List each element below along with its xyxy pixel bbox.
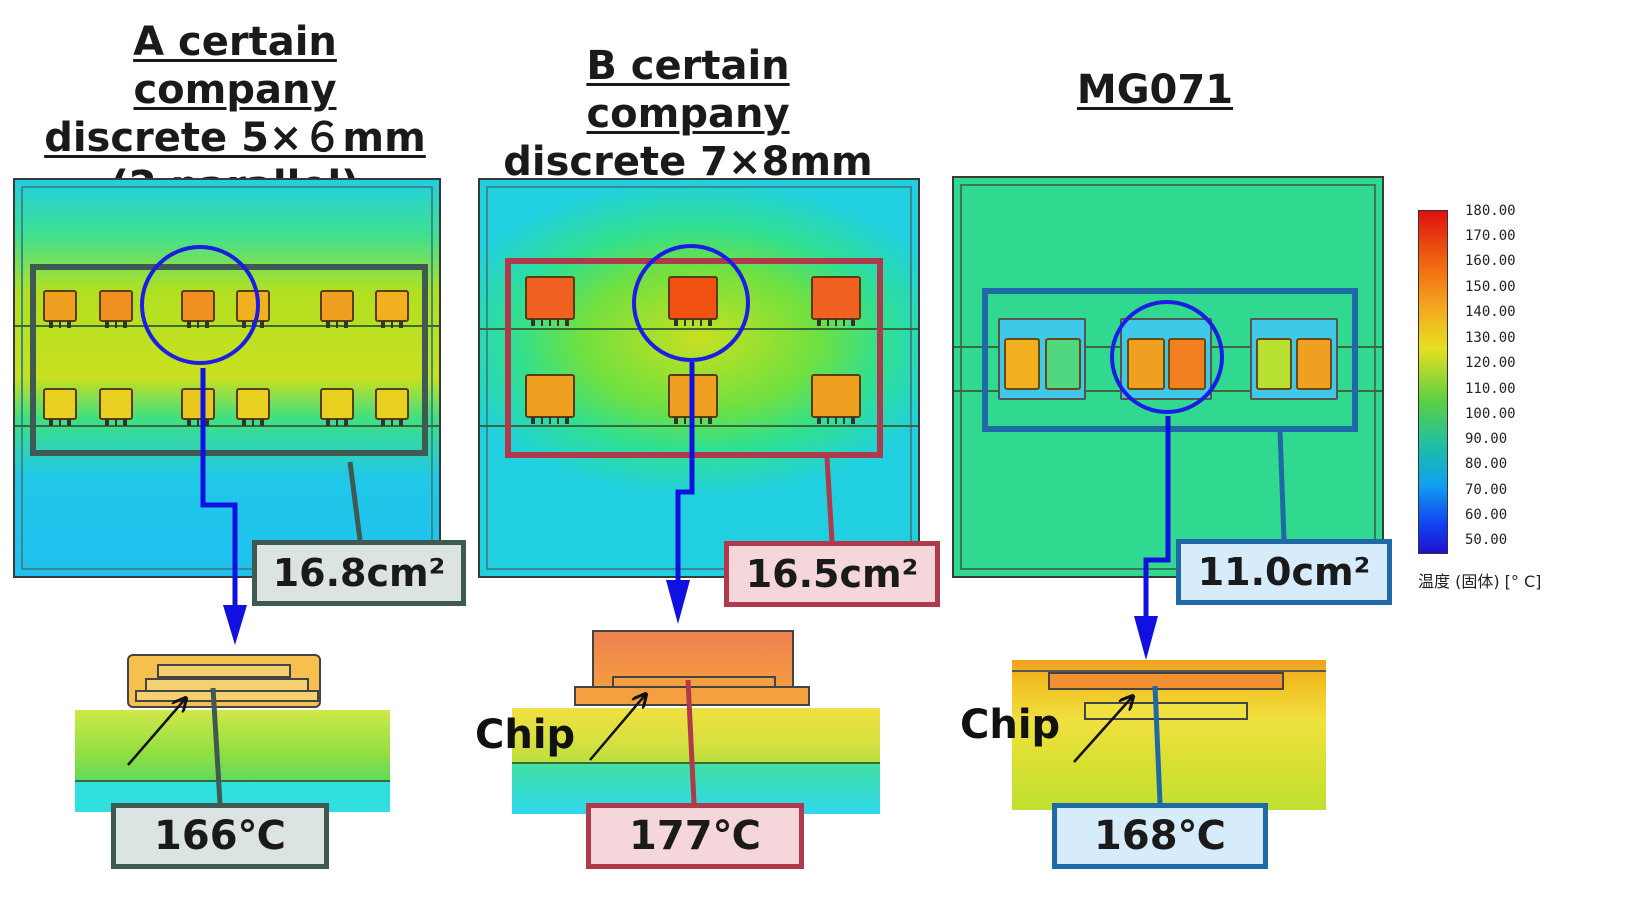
pointer-c <box>1143 416 1171 620</box>
colorbar-tick-11: 70.00 <box>1465 482 1508 498</box>
pointer-b <box>675 362 695 588</box>
chip-a-9 <box>181 388 215 426</box>
chip-b-3 <box>811 276 861 326</box>
chip-label-c: Chip <box>960 702 1061 748</box>
temperature-label-a: 166℃ <box>111 803 329 869</box>
chip-a-11 <box>320 388 354 426</box>
chip-b-6 <box>811 374 861 424</box>
pointer-b-head <box>666 580 690 624</box>
colorbar-tick-9: 90.00 <box>1465 431 1508 447</box>
colorbar-tick-7: 110.00 <box>1465 381 1516 397</box>
leader-area-c <box>1277 429 1287 541</box>
module-c-1-chip-1 <box>1004 338 1040 390</box>
colorbar-tick-2: 160.00 <box>1465 253 1516 269</box>
title-c: MG071 <box>1000 66 1310 114</box>
colorbar <box>1418 210 1448 554</box>
colorbar-tick-1: 170.00 <box>1465 228 1516 244</box>
colorbar-tick-4: 140.00 <box>1465 304 1516 320</box>
colorbar-caption: 温度 (固体) [° C] <box>1418 572 1542 591</box>
colorbar-tick-13: 50.00 <box>1465 532 1508 548</box>
area-label-b: 16.5cm² <box>724 541 940 607</box>
cross-section-c <box>1012 660 1326 810</box>
chip-a-8 <box>99 388 133 426</box>
chip-b-4 <box>525 374 575 424</box>
temperature-label-c: 168℃ <box>1052 803 1268 869</box>
colorbar-tick-3: 150.00 <box>1465 279 1516 295</box>
area-label-c: 11.0cm² <box>1176 539 1392 605</box>
chip-arrow-c <box>1073 696 1133 763</box>
leader-temp-a <box>210 687 223 804</box>
area-label-a: 16.8cm² <box>252 540 466 606</box>
chip-arrow-a <box>127 698 186 766</box>
leader-temp-c <box>1152 685 1163 804</box>
leader-area-a <box>347 461 363 541</box>
leader-temp-b <box>685 679 697 804</box>
title-b-line-2: discrete 7×8mm <box>503 139 873 185</box>
chip-a-12 <box>375 388 409 426</box>
colorbar-tick-8: 100.00 <box>1465 406 1516 422</box>
title-b-line-1: B certain company <box>586 43 790 137</box>
title-a-line-2: discrete 5×６mm <box>44 115 426 161</box>
colorbar-tick-6: 120.00 <box>1465 355 1516 371</box>
colorbar-tick-12: 60.00 <box>1465 507 1508 523</box>
module-c-3-chip-1 <box>1256 338 1292 390</box>
colorbar-tick-10: 80.00 <box>1465 456 1508 472</box>
highlight-ring-b <box>632 244 750 362</box>
pointer-c-head <box>1134 616 1158 660</box>
colorbar-tick-5: 130.00 <box>1465 330 1516 346</box>
highlight-ring-c <box>1110 300 1224 414</box>
highlight-ring-a <box>140 245 260 365</box>
colorbar-tick-0: 180.00 <box>1465 203 1516 219</box>
module-c-1-chip-2 <box>1045 338 1081 390</box>
title-a-line-1: A certain company <box>133 19 337 113</box>
chip-arrow-b <box>589 694 646 761</box>
chip-a-5 <box>320 290 354 328</box>
thermal-map-a <box>13 178 441 578</box>
chip-a-6 <box>375 290 409 328</box>
chip-b-1 <box>525 276 575 326</box>
chip-a-1 <box>43 290 77 328</box>
chip-label-b: Chip <box>475 712 576 758</box>
chip-a-10 <box>236 388 270 426</box>
temperature-label-b: 177℃ <box>586 803 804 869</box>
chip-a-7 <box>43 388 77 426</box>
chip-a-2 <box>99 290 133 328</box>
title-b: B certain company discrete 7×8mm <box>478 42 898 186</box>
module-c-3-chip-2 <box>1296 338 1332 390</box>
title-c-line-1: MG071 <box>1076 67 1234 113</box>
leader-area-b <box>824 457 835 543</box>
pointer-a-head <box>223 605 247 645</box>
pointer-a <box>200 368 238 615</box>
